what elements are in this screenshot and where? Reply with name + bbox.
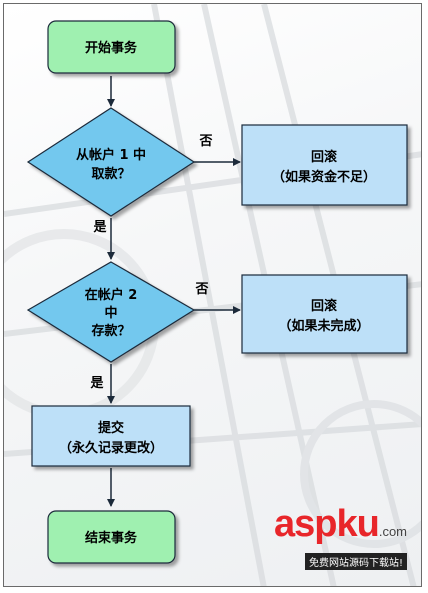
rollback2-box: [241, 274, 408, 354]
connectors: [107, 76, 241, 507]
yes-label-1: 是: [92, 220, 107, 235]
rollback2-label-line2: （如果未完成）: [278, 318, 369, 334]
decision2-label-line1: 在帐户 2: [85, 287, 138, 303]
start-label: 开始事务: [85, 40, 138, 56]
no-label-2: 否: [194, 282, 208, 297]
decision2-label-line2: 中: [104, 305, 117, 321]
end-label: 结束事务: [85, 530, 138, 546]
watermark-ku: ku: [336, 503, 379, 545]
diagram-frame: 开始事务 从帐户 1 中 取款？ 回滚 （如果资金不足） 否 是 在帐户 2 中…: [3, 3, 422, 587]
decision2-label-line3: 存款？: [91, 323, 130, 339]
no-label-1: 否: [198, 134, 212, 149]
watermark-logo: aspku.com 免费网站源码下载站!: [274, 505, 407, 570]
watermark-com: .com: [378, 524, 407, 539]
rollback1-box: [241, 124, 408, 206]
watermark-tagline: 免费网站源码下载站!: [304, 553, 407, 570]
rollback1-label-line2: （如果资金不足）: [272, 169, 376, 185]
watermark-brand: aspku.com: [274, 505, 407, 551]
decision1-diamond: [26, 107, 196, 217]
start-terminal: [47, 20, 176, 74]
watermark-asp: asp: [273, 503, 337, 545]
commit-box: [31, 405, 191, 467]
commit-label-line1: 提交: [98, 420, 124, 436]
decision1-label-line2: 取款？: [91, 166, 130, 182]
rollback2-label-line1: 回滚: [311, 298, 338, 314]
decision2-diamond: [26, 261, 196, 363]
rollback1-label-line1: 回滚: [311, 149, 338, 165]
decision1-label-line1: 从帐户 1 中: [76, 147, 146, 163]
end-terminal: [47, 510, 176, 564]
yes-label-2: 是: [89, 376, 104, 391]
flowchart-canvas: 开始事务 从帐户 1 中 取款？ 回滚 （如果资金不足） 否 是 在帐户 2 中…: [4, 4, 421, 586]
commit-label-line2: （永久记录更改）: [59, 440, 163, 456]
